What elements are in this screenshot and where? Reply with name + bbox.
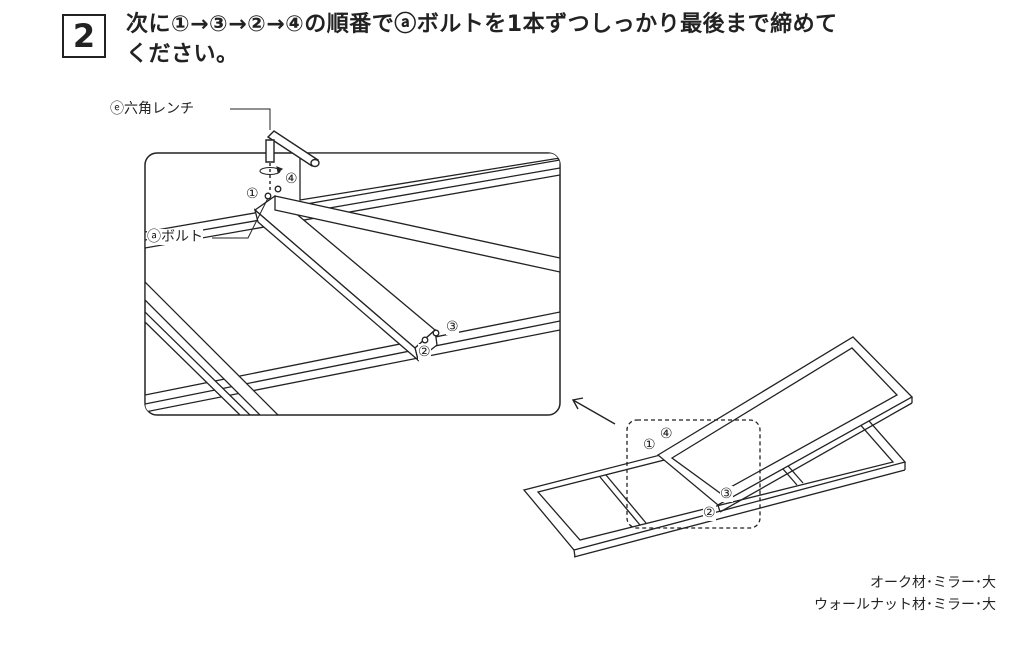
instruction-line-2: ください。: [126, 42, 239, 67]
hex-wrench: [265, 130, 320, 190]
rotation-arrow-icon: [259, 166, 284, 176]
detail-frame-drawing: [145, 153, 560, 415]
overview-hole-2-label: ②: [703, 505, 716, 521]
step-number-box: 2: [62, 14, 106, 58]
detail-hole-4-label: ④: [285, 171, 298, 187]
product-variants: オーク材･ミラー･大 ウォールナット材･ミラー･大: [814, 572, 996, 616]
back-rail: [299, 153, 560, 201]
wrench-label: ⓔ六角レンチ: [110, 101, 194, 117]
detail-hole-3-label: ③: [446, 319, 459, 335]
step-number: 2: [72, 17, 96, 55]
side-rail: [145, 280, 280, 415]
overview-frame-drawing: [522, 336, 914, 558]
cross-beam-side: [253, 208, 420, 362]
bolt-leader-line: [212, 197, 269, 239]
bolt-label: ⓐボルト: [147, 229, 203, 245]
variant-oak: オーク材･ミラー･大: [870, 575, 996, 591]
instruction-text: 次に①→③→②→④の順番でⓐボルトを1本ずつしっかり最後まで締めて ください。: [126, 10, 1006, 70]
detail-hole-1-label: ①: [246, 186, 259, 202]
zoom-arrow-icon: [571, 397, 616, 425]
wrench-leader-line: [230, 108, 271, 130]
instruction-line-1: 次に①→③→②→④の順番でⓐボルトを1本ずつしっかり最後まで締めて: [126, 12, 838, 37]
detail-hole-2-label: ②: [418, 344, 431, 360]
overview-hole-3-label: ③: [720, 486, 733, 502]
overview-hole-1-label: ①: [643, 437, 656, 453]
overview-hole-4-label: ④: [660, 426, 673, 442]
variant-walnut: ウォールナット材･ミラー･大: [814, 597, 996, 613]
zoom-region-outline: [626, 419, 761, 529]
